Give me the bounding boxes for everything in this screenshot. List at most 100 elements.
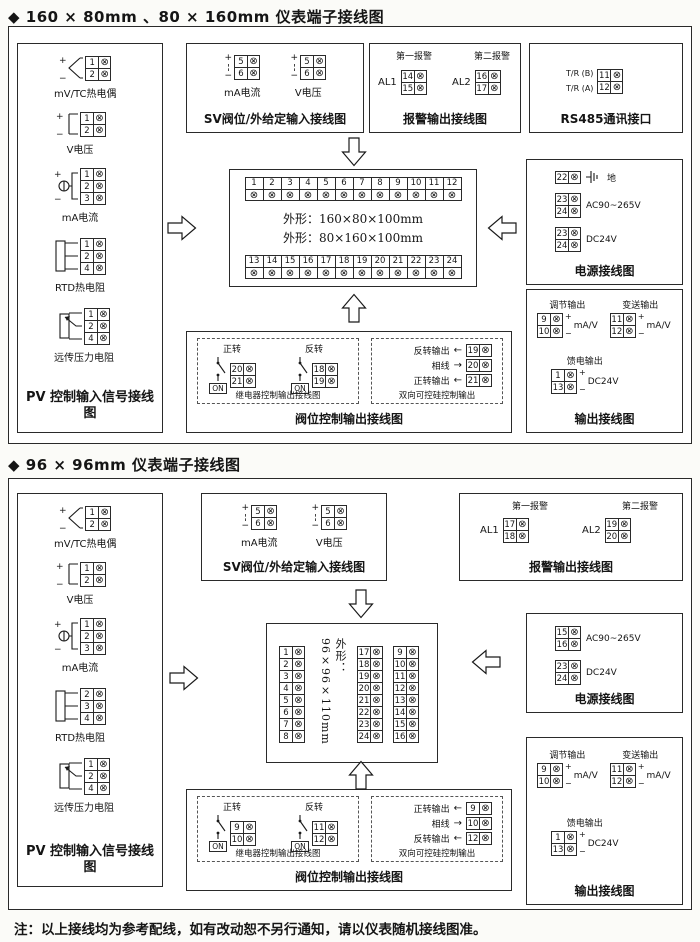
sensor-label: V电压 xyxy=(66,145,94,156)
ground-row: 22⊗ 地 xyxy=(555,170,641,184)
terminal-21: 21⊗ xyxy=(357,694,383,707)
terminal-2: 2⊗ xyxy=(85,67,112,81)
output-panel-2: 调节输出 9⊗10⊗ +− mA/V 变送输出 11⊗12⊗ +− mA/V 馈… xyxy=(526,737,683,905)
terminal-number: 20 xyxy=(604,530,618,543)
screw-icon: ⊗ xyxy=(334,267,354,279)
screw-icon: ⊗ xyxy=(244,267,264,279)
screw-icon: ⊗ xyxy=(97,781,110,795)
terminal-number: 13 xyxy=(244,255,264,267)
terminal-number: 10 xyxy=(406,177,426,189)
screw-icon: ⊗ xyxy=(370,189,390,201)
terminal-18: 18⊗ xyxy=(312,362,338,376)
terminal-1: 1⊗ xyxy=(244,177,264,201)
screw-icon: ⊗ xyxy=(352,267,372,279)
screw-icon: ⊗ xyxy=(564,381,577,394)
terminal-number: 8 xyxy=(279,730,292,743)
panel-caption: 电源接线图 xyxy=(574,692,635,706)
sensor-group-current: 1⊗2⊗3⊗ mA电流 xyxy=(54,166,106,224)
screw-icon: ⊗ xyxy=(313,67,327,80)
terminal-block-reverse: 11⊗12⊗ xyxy=(312,820,338,846)
sensor-group-rtd: 2⊗3⊗4⊗ RTD热电阻 xyxy=(54,686,106,744)
ac-label: AC90~265V xyxy=(586,633,641,644)
terminal-23: 23⊗ xyxy=(357,718,383,731)
relay-label: 反转 xyxy=(304,345,323,355)
terminal-9: 9⊗ xyxy=(537,313,563,326)
terminal-6: 6⊗ xyxy=(234,67,261,80)
terminal-8: 8⊗ xyxy=(370,177,390,201)
dashed-lead xyxy=(244,514,246,521)
terminal-number: 1 xyxy=(244,177,264,189)
screw-icon: ⊗ xyxy=(264,517,278,530)
terminal-number: 12 xyxy=(312,832,325,846)
terminal-12: 12⊗ xyxy=(609,775,636,788)
unit-label: mA/V xyxy=(573,770,598,781)
on-box: ON xyxy=(291,383,309,394)
terminal-number: 12 xyxy=(597,81,611,94)
terminal-block-dc: 23⊗24⊗ xyxy=(555,660,581,685)
terminal-1: 1⊗ xyxy=(84,757,110,771)
polarity-marks: +− xyxy=(290,53,299,81)
terminal-9: 9⊗ xyxy=(393,646,419,659)
terminal-number: 4 xyxy=(298,177,318,189)
section2-box: 1⊗2⊗ mV/TC热电偶 1⊗2⊗ V电压 1⊗2⊗3⊗ mA电流 2⊗3⊗4… xyxy=(8,478,692,910)
terminal-strip-bottom: 13⊗14⊗15⊗16⊗17⊗18⊗19⊗20⊗21⊗22⊗23⊗24⊗ xyxy=(244,255,462,279)
terminal-number: 24 xyxy=(555,205,568,218)
terminal-number: 6 xyxy=(300,67,314,80)
terminal-block-pressure: 1⊗2⊗4⊗ xyxy=(84,757,110,795)
screw-icon: ⊗ xyxy=(334,189,354,201)
terminal-11: 11⊗ xyxy=(597,69,624,82)
terminal-13: 13⊗ xyxy=(551,843,577,856)
terminal-20: 20⊗ xyxy=(604,530,631,543)
arrow-right-icon xyxy=(169,665,199,691)
sv-ma-block: +− 5⊗6⊗ mA电流 xyxy=(224,54,261,100)
terminal-number: 13 xyxy=(551,381,564,394)
switch-assembly: ON xyxy=(208,356,228,394)
terminal-21: 21⊗ xyxy=(388,255,408,279)
current-source-icon xyxy=(54,616,78,656)
screw-icon: ⊗ xyxy=(622,325,636,338)
terminal-block-transmit: 11⊗12⊗ xyxy=(609,313,636,338)
panel-caption: SV阀位/外给定输入接线图 xyxy=(222,560,366,574)
terminal-2: 2⊗ xyxy=(84,769,110,783)
sensor-label: V电压 xyxy=(66,595,94,606)
terminal-block-rs485: 11⊗12⊗ xyxy=(597,69,624,94)
scr-label: 正转输出 xyxy=(413,377,450,387)
screw-icon: ⊗ xyxy=(262,189,282,201)
panel-caption: 输出接线图 xyxy=(574,884,635,898)
terminal-number: 17 xyxy=(474,82,488,95)
switch-assembly: ON xyxy=(290,814,310,852)
screw-icon: ⊗ xyxy=(97,331,110,345)
terminal-21: 21⊗ xyxy=(230,374,256,388)
sensor-group-voltage: 1⊗2⊗ V电压 xyxy=(54,110,106,156)
thermocouple-icon xyxy=(59,54,83,82)
terminal-number: 3 xyxy=(80,641,93,655)
terminal-block-regulate: 9⊗10⊗ xyxy=(537,313,563,338)
scr-row: 反转输出 ← 12⊗ xyxy=(376,832,498,845)
terminal-number: 13 xyxy=(551,843,564,856)
alarm1-header: 第一报警 xyxy=(512,502,549,512)
sensor-label: mV/TC热电偶 xyxy=(54,89,117,100)
terminal-19: 19⊗ xyxy=(466,344,492,357)
scr-label: 相线 xyxy=(431,820,450,830)
screw-icon: ⊗ xyxy=(568,239,581,252)
sensor-label: 远传压力电阻 xyxy=(54,803,114,814)
relay-label: 正转 xyxy=(222,803,241,813)
sv-input-panel-1: +− 5⊗6⊗ mA电流 +− 5⊗6⊗ V电压 SV阀位/外给定输入接线图 xyxy=(186,43,364,133)
tra-label: T/R (A) xyxy=(566,84,594,93)
sensor-group-thermocouple: 1⊗2⊗ mV/TC热电偶 xyxy=(54,504,116,550)
polarity-marks: +− xyxy=(311,503,320,531)
scr-label: 相线 xyxy=(431,362,450,372)
terminal-block-al1: 14⊗15⊗ xyxy=(400,70,427,95)
terminal-number: 2 xyxy=(85,517,99,531)
scr-row: 相线 → 20⊗ xyxy=(376,359,498,372)
panel-caption: PV 控制输入信号接线图 xyxy=(25,843,155,875)
screw-icon: ⊗ xyxy=(370,718,383,731)
screw-icon: ⊗ xyxy=(479,359,492,372)
screw-icon: ⊗ xyxy=(610,69,624,82)
terminal-2: 2⊗ xyxy=(85,517,112,531)
terminal-6: 6⊗ xyxy=(251,517,278,530)
terminal-14: 14⊗ xyxy=(400,70,427,83)
terminal-block-rtd: 1⊗2⊗4⊗ xyxy=(80,237,106,275)
screw-icon: ⊗ xyxy=(568,170,581,184)
sv-block-label: mA电流 xyxy=(240,538,278,549)
